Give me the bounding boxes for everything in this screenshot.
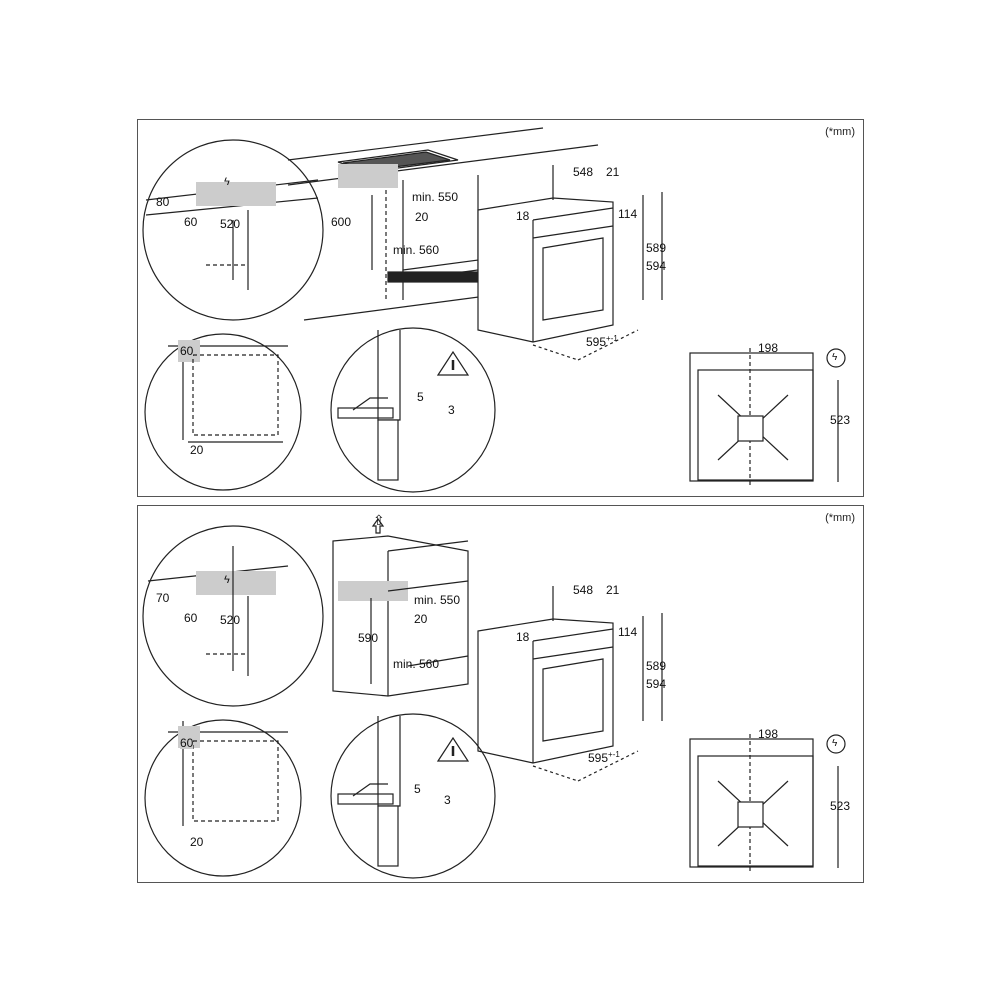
dim-oven-width: 595+-1: [588, 750, 620, 765]
dim-side-width: 60: [180, 344, 194, 358]
dim-cabinet-rear-gap: 20: [414, 612, 428, 626]
dim-base-gap-b: 3: [444, 793, 451, 807]
dim-base-gap-b: 3: [448, 403, 455, 417]
unit-note: (*mm): [825, 512, 855, 524]
dim-oven-panel: 114: [618, 207, 638, 221]
dim-front-offset: 198: [758, 341, 779, 355]
dim-oven-front: 21: [606, 583, 620, 597]
dim-front-height: 523: [830, 799, 851, 813]
dim-oven-width-value: 595: [588, 751, 609, 765]
dim-cabinet-depth-min: min. 550: [414, 593, 461, 607]
electrical-connection-icon: ϟ: [224, 574, 230, 586]
dim-oven-depth: 548: [573, 583, 594, 597]
dim-cabinet-depth-min: min. 550: [412, 190, 459, 204]
dim-oven-width-value: 595: [586, 335, 607, 349]
dim-front-offset: 198: [758, 727, 779, 741]
dim-cabinet-height: 590: [358, 631, 379, 645]
dim-oven-panel: 114: [618, 625, 638, 639]
dim-oven-height-outer: 594: [646, 677, 667, 691]
dim-side-gap: 20: [190, 443, 204, 457]
unit-note: (*mm): [825, 126, 855, 138]
dim-top-depth: 80: [156, 195, 170, 209]
dim-oven-height-outer: 594: [646, 259, 667, 273]
dim-oven-height-inner: 589: [646, 241, 667, 255]
dim-side-gap: 20: [190, 835, 204, 849]
dim-oven-width-tolerance: +-1: [608, 750, 620, 759]
dim-top-height: 520: [220, 217, 241, 231]
dim-oven-height-inner: 589: [646, 659, 667, 673]
dim-oven-front: 21: [606, 165, 620, 179]
dim-front-height: 523: [830, 413, 851, 427]
dim-oven-top: 18: [516, 630, 530, 644]
arrow-up-icon: ⇧: [373, 512, 385, 528]
electrical-connection-icon: ϟ: [832, 738, 838, 749]
dim-cabinet-width-min: min. 560: [393, 657, 440, 671]
dim-oven-top: 18: [516, 209, 530, 223]
dim-base-gap-a: 5: [417, 390, 424, 404]
electrical-connection-icon: ϟ: [224, 176, 230, 188]
installation-drawing-tall-unit: [142, 517, 846, 879]
electrical-connection-icon: ϟ: [832, 352, 838, 363]
dim-oven-width: 595+-1: [586, 334, 618, 349]
installation-panel-tall-unit: (*mm) ⇧ 70 60 520 ϟ 590 min. 550 20 min.…: [137, 505, 864, 883]
dim-cabinet-width-min: min. 560: [393, 243, 440, 257]
installation-drawing-under-counter: [142, 127, 846, 493]
dim-top-height: 520: [220, 613, 241, 627]
installation-panel-under-counter: (*mm) 80 60 520 ϟ 600 min. 550 20 min. 5…: [137, 119, 864, 497]
dim-oven-depth: 548: [573, 165, 594, 179]
dim-oven-width-tolerance: +-1: [606, 334, 618, 343]
dim-top-offset: 60: [184, 611, 198, 625]
dim-cabinet-rear-gap: 20: [415, 210, 429, 224]
dim-side-width: 60: [180, 736, 194, 750]
dim-top-depth: 70: [156, 591, 170, 605]
dim-base-gap-a: 5: [414, 782, 421, 796]
dim-cabinet-height: 600: [331, 215, 352, 229]
dim-top-offset: 60: [184, 215, 198, 229]
